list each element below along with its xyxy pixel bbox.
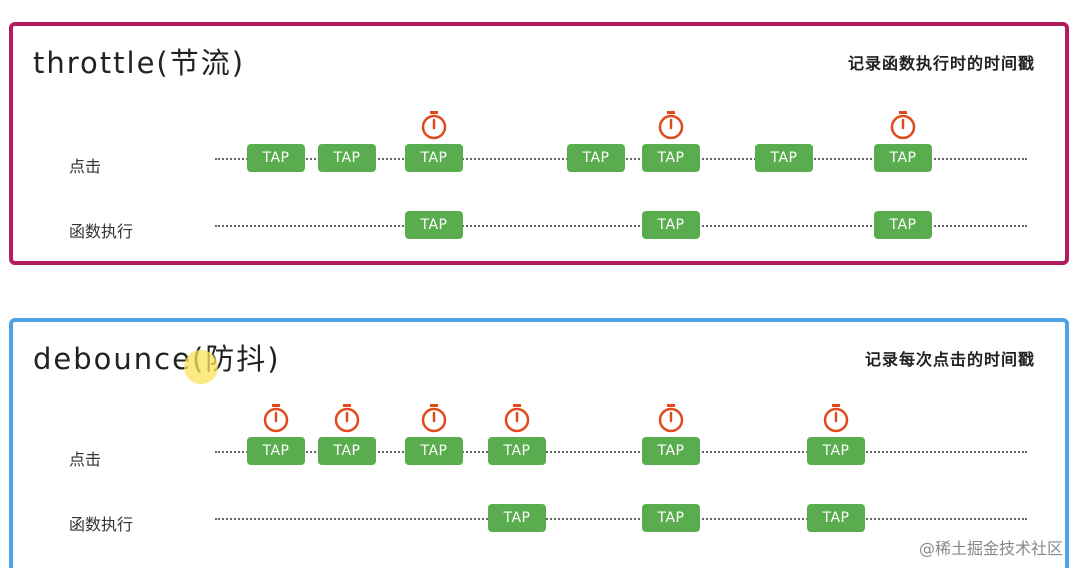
watermark: @稀土掘金技术社区	[918, 539, 1063, 558]
stopwatch-icon	[504, 404, 530, 433]
throttle-panel: throttle(节流) 记录函数执行时的时间戳 点击 函数执行 TAP TAP…	[9, 22, 1069, 265]
throttle-exec-tap-2: TAP	[642, 211, 700, 239]
throttle-exec-label: 函数执行	[69, 222, 134, 241]
throttle-note: 记录函数执行时的时间戳	[847, 54, 1035, 73]
throttle-click-tap-1: TAP	[247, 144, 305, 172]
throttle-click-tap-6: TAP	[755, 144, 813, 172]
debounce-exec-timeline	[215, 518, 1027, 520]
throttle-exec-tap-3: TAP	[874, 211, 932, 239]
stopwatch-icon	[658, 404, 684, 433]
stopwatch-icon	[823, 404, 849, 433]
throttle-click-tap-4: TAP	[567, 144, 625, 172]
stopwatch-icon	[421, 111, 447, 140]
throttle-title: throttle(节流)	[33, 46, 246, 80]
debounce-click-tap-5: TAP	[642, 437, 700, 465]
debounce-click-tap-2: TAP	[318, 437, 376, 465]
debounce-click-label: 点击	[69, 450, 102, 469]
debounce-note: 记录每次点击的时间戳	[864, 350, 1035, 369]
debounce-exec-tap-2: TAP	[642, 504, 700, 532]
throttle-click-label: 点击	[69, 157, 102, 176]
throttle-click-tap-2: TAP	[318, 144, 376, 172]
debounce-click-timeline	[215, 451, 1027, 453]
stopwatch-icon	[421, 404, 447, 433]
debounce-click-tap-1: TAP	[247, 437, 305, 465]
throttle-exec-timeline	[215, 225, 1027, 227]
debounce-click-tap-6: TAP	[807, 437, 865, 465]
throttle-exec-tap-1: TAP	[405, 211, 463, 239]
debounce-title: debounce(防抖)	[33, 342, 281, 376]
stopwatch-icon	[890, 111, 916, 140]
debounce-click-tap-4: TAP	[488, 437, 546, 465]
debounce-exec-tap-1: TAP	[488, 504, 546, 532]
stopwatch-icon	[658, 111, 684, 140]
throttle-click-tap-5: TAP	[642, 144, 700, 172]
debounce-exec-tap-3: TAP	[807, 504, 865, 532]
cursor-highlight	[184, 350, 218, 384]
debounce-panel: debounce(防抖) 记录每次点击的时间戳 点击 函数执行 TAP TAP …	[9, 318, 1069, 568]
throttle-click-tap-3: TAP	[405, 144, 463, 172]
stopwatch-icon	[263, 404, 289, 433]
debounce-exec-label: 函数执行	[69, 515, 134, 534]
debounce-click-tap-3: TAP	[405, 437, 463, 465]
throttle-click-tap-7: TAP	[874, 144, 932, 172]
stopwatch-icon	[334, 404, 360, 433]
